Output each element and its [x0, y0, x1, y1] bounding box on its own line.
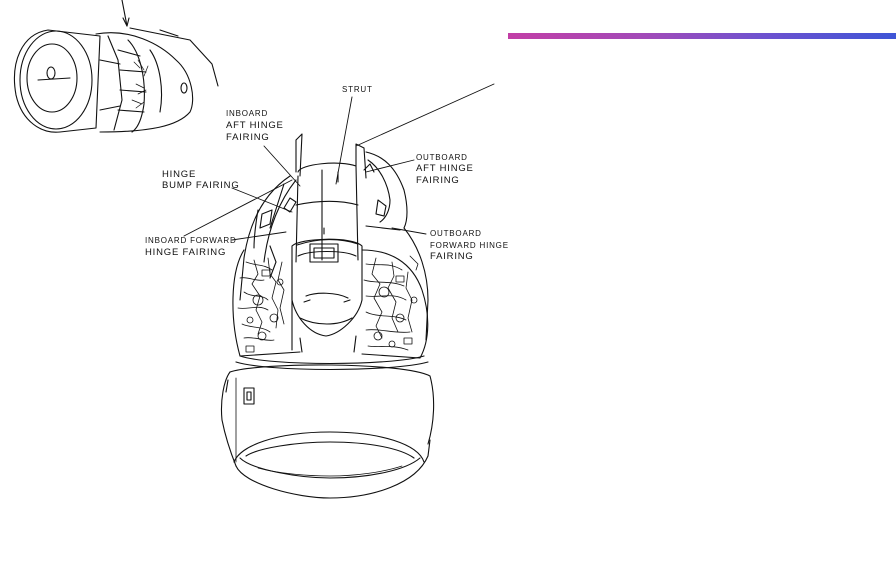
label-inboard-aft-line3: FAIRING [226, 132, 270, 143]
label-outboard-aft-line1: OUTBOARD [416, 153, 468, 162]
label-inboard-fwd-line1: INBOARD FORWARD [145, 236, 237, 245]
label-inboard-fwd-line2: HINGE FAIRING [145, 247, 227, 258]
label-inboard-aft-line1: INBOARD [226, 109, 269, 118]
label-hinge-bump-line1: HINGE [162, 169, 197, 180]
header-gradient-bar [508, 33, 896, 39]
callout-leader-lines [183, 83, 495, 241]
label-inboard-aft-line2: AFT HINGE [226, 120, 284, 131]
label-outboard-fwd-line1: OUTBOARD [430, 229, 482, 238]
label-outboard-fwd-line3: FAIRING [430, 251, 474, 262]
label-hinge-bump-line2: BUMP FAIRING [162, 180, 240, 191]
label-outboard-fwd-line2: FORWARD HINGE [430, 241, 509, 250]
inset-engine-view [13, 0, 219, 133]
main-engine-view [220, 133, 435, 499]
label-outboard-aft-line3: FAIRING [416, 175, 460, 186]
label-outboard-aft-line2: AFT HINGE [416, 163, 474, 174]
label-strut: STRUT [342, 85, 373, 94]
